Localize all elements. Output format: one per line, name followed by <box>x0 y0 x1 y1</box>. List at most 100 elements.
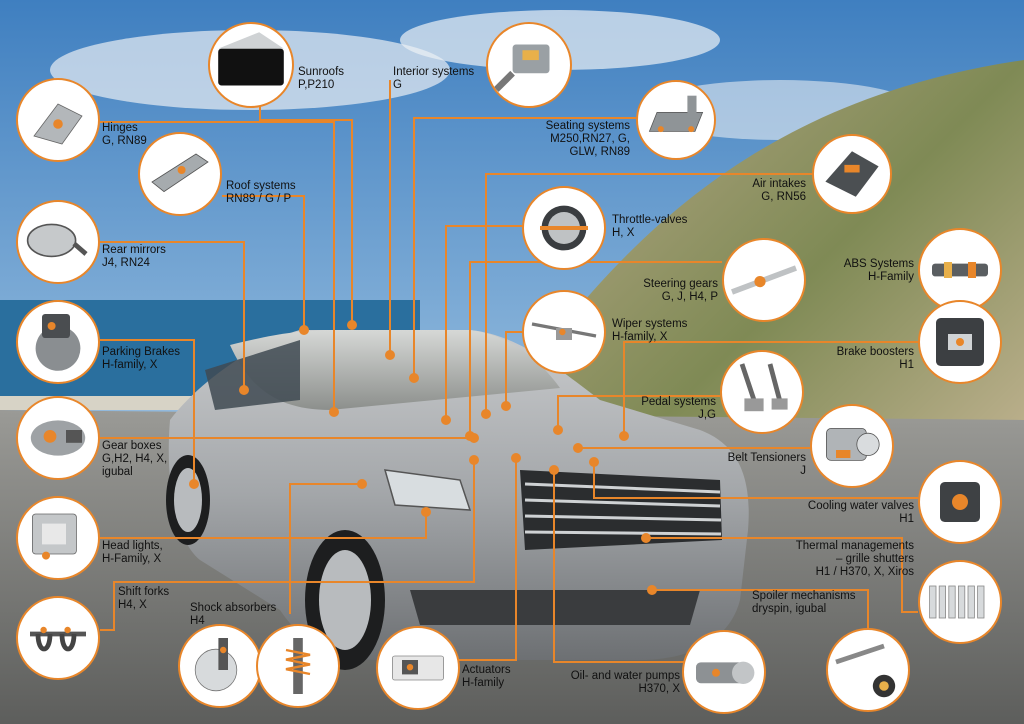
pedal-systems-title: Pedal systems <box>641 396 716 408</box>
pedal-systems-marker <box>553 425 563 435</box>
gear-boxes-title: Gear boxes <box>102 440 162 452</box>
parking-brakes-leader-line <box>100 339 195 484</box>
belt-tensioner-icon <box>810 404 894 488</box>
spoiler-mechanisms-leader-line <box>652 589 869 628</box>
shock-absorbers-materials: H4 <box>190 615 205 627</box>
hinges-materials: G, RN89 <box>102 135 147 147</box>
head-lights-marker <box>421 507 431 517</box>
rear-mirrors-materials: J4, RN24 <box>102 257 150 269</box>
shift-forks-marker <box>469 455 479 465</box>
pedal-systems-leader-line <box>557 395 720 430</box>
roof-systems-leader-line <box>222 195 305 330</box>
rear-mirrors-title: Rear mirrors <box>102 244 166 256</box>
spoiler-mechanisms-materials: dryspin, igubal <box>752 603 827 615</box>
rear-mirrors-leader-line <box>100 241 245 390</box>
parking-brake-icon <box>16 300 100 384</box>
actuators-leader-line <box>458 458 517 661</box>
thermal-managements-marker <box>641 533 651 543</box>
rear-mirrors-marker <box>239 385 249 395</box>
wiper-icon <box>522 290 606 374</box>
pedal-icon <box>720 350 804 434</box>
sunroofs-materials: P,P210 <box>298 79 335 91</box>
throttle-valve-icon <box>522 186 606 270</box>
sunroof-icon <box>208 22 294 108</box>
shock-absorbers-leader-line <box>289 483 362 614</box>
hinges-marker <box>329 407 339 417</box>
air-intake-icon <box>812 134 892 214</box>
cooling-valve-icon <box>918 460 1002 544</box>
gearbox-icon <box>16 396 100 480</box>
wiper-systems-leader-line <box>505 331 526 406</box>
shock-absorbers-marker <box>357 479 367 489</box>
sunroofs-leader-line <box>259 106 353 325</box>
wiper-systems-materials: H-family, X <box>612 331 668 343</box>
brake-boosters-materials: H1 <box>899 359 914 371</box>
mirror-icon <box>16 200 100 284</box>
thermal-managements-title: Thermal managements <box>795 540 914 552</box>
roof-bracket-icon <box>138 132 222 216</box>
shock-absorber-coilover-icon <box>256 624 340 708</box>
throttle-valves-title: Throttle-valves <box>612 214 688 226</box>
seating-systems-marker <box>409 373 419 383</box>
abs-systems-title: ABS Systems <box>843 258 914 270</box>
belt-tensioners-marker <box>573 443 583 453</box>
shift-forks-title: Shift forks <box>118 586 170 598</box>
roof-systems-materials: RN89 / G / P <box>226 193 292 205</box>
grille-shutter-icon <box>918 560 1002 644</box>
gear-boxes-marker <box>469 433 479 443</box>
belt-tensioners-materials: J <box>800 465 806 477</box>
brake-boosters-marker <box>619 431 629 441</box>
steering-gears-title: Steering gears <box>643 278 718 290</box>
cooling-water-valves-materials: H1 <box>899 513 914 525</box>
steering-gear-icon <box>722 238 806 322</box>
cooling-water-valves-leader-line <box>593 462 918 499</box>
spoiler-mechanisms-title: Spoiler mechanisms <box>752 590 856 602</box>
pump-icon <box>682 630 766 714</box>
oil-water-pumps-marker <box>549 465 559 475</box>
sunroofs-title: Sunroofs <box>298 66 345 78</box>
air-intakes-leader-line <box>485 173 812 414</box>
hinge-icon <box>16 78 100 162</box>
wiper-systems-title: Wiper systems <box>612 318 688 330</box>
thermal-managements-leader-line <box>646 537 918 613</box>
brake-booster-icon <box>918 300 1002 384</box>
gear-boxes-materials: G,H2, H4, X, <box>102 453 168 465</box>
oil-water-pumps-leader-line <box>553 470 686 663</box>
parking-brakes-title: Parking Brakes <box>102 346 180 358</box>
air-intakes-materials: G, RN56 <box>761 191 806 203</box>
pedal-systems-materials: J,G <box>698 409 716 421</box>
head-lights-materials: H-Family, X <box>102 553 162 565</box>
sunroofs-marker <box>347 320 357 330</box>
brake-boosters-leader-line <box>623 341 918 436</box>
hinges-title: Hinges <box>102 122 138 134</box>
steering-gears-leader-line <box>469 261 722 436</box>
interior-part-icon <box>486 22 572 108</box>
parking-brakes-marker <box>189 479 199 489</box>
head-lights-label: Head lights,H-Family, X <box>102 540 163 566</box>
oil-water-pumps-materials: H370, X <box>638 683 680 695</box>
head-lights-leader-line <box>100 512 427 539</box>
head-lights-title: Head lights, <box>102 540 163 552</box>
actuator-icon <box>376 626 460 710</box>
parking-brakes-materials: H-family, X <box>102 359 158 371</box>
air-intakes-marker <box>481 409 491 419</box>
